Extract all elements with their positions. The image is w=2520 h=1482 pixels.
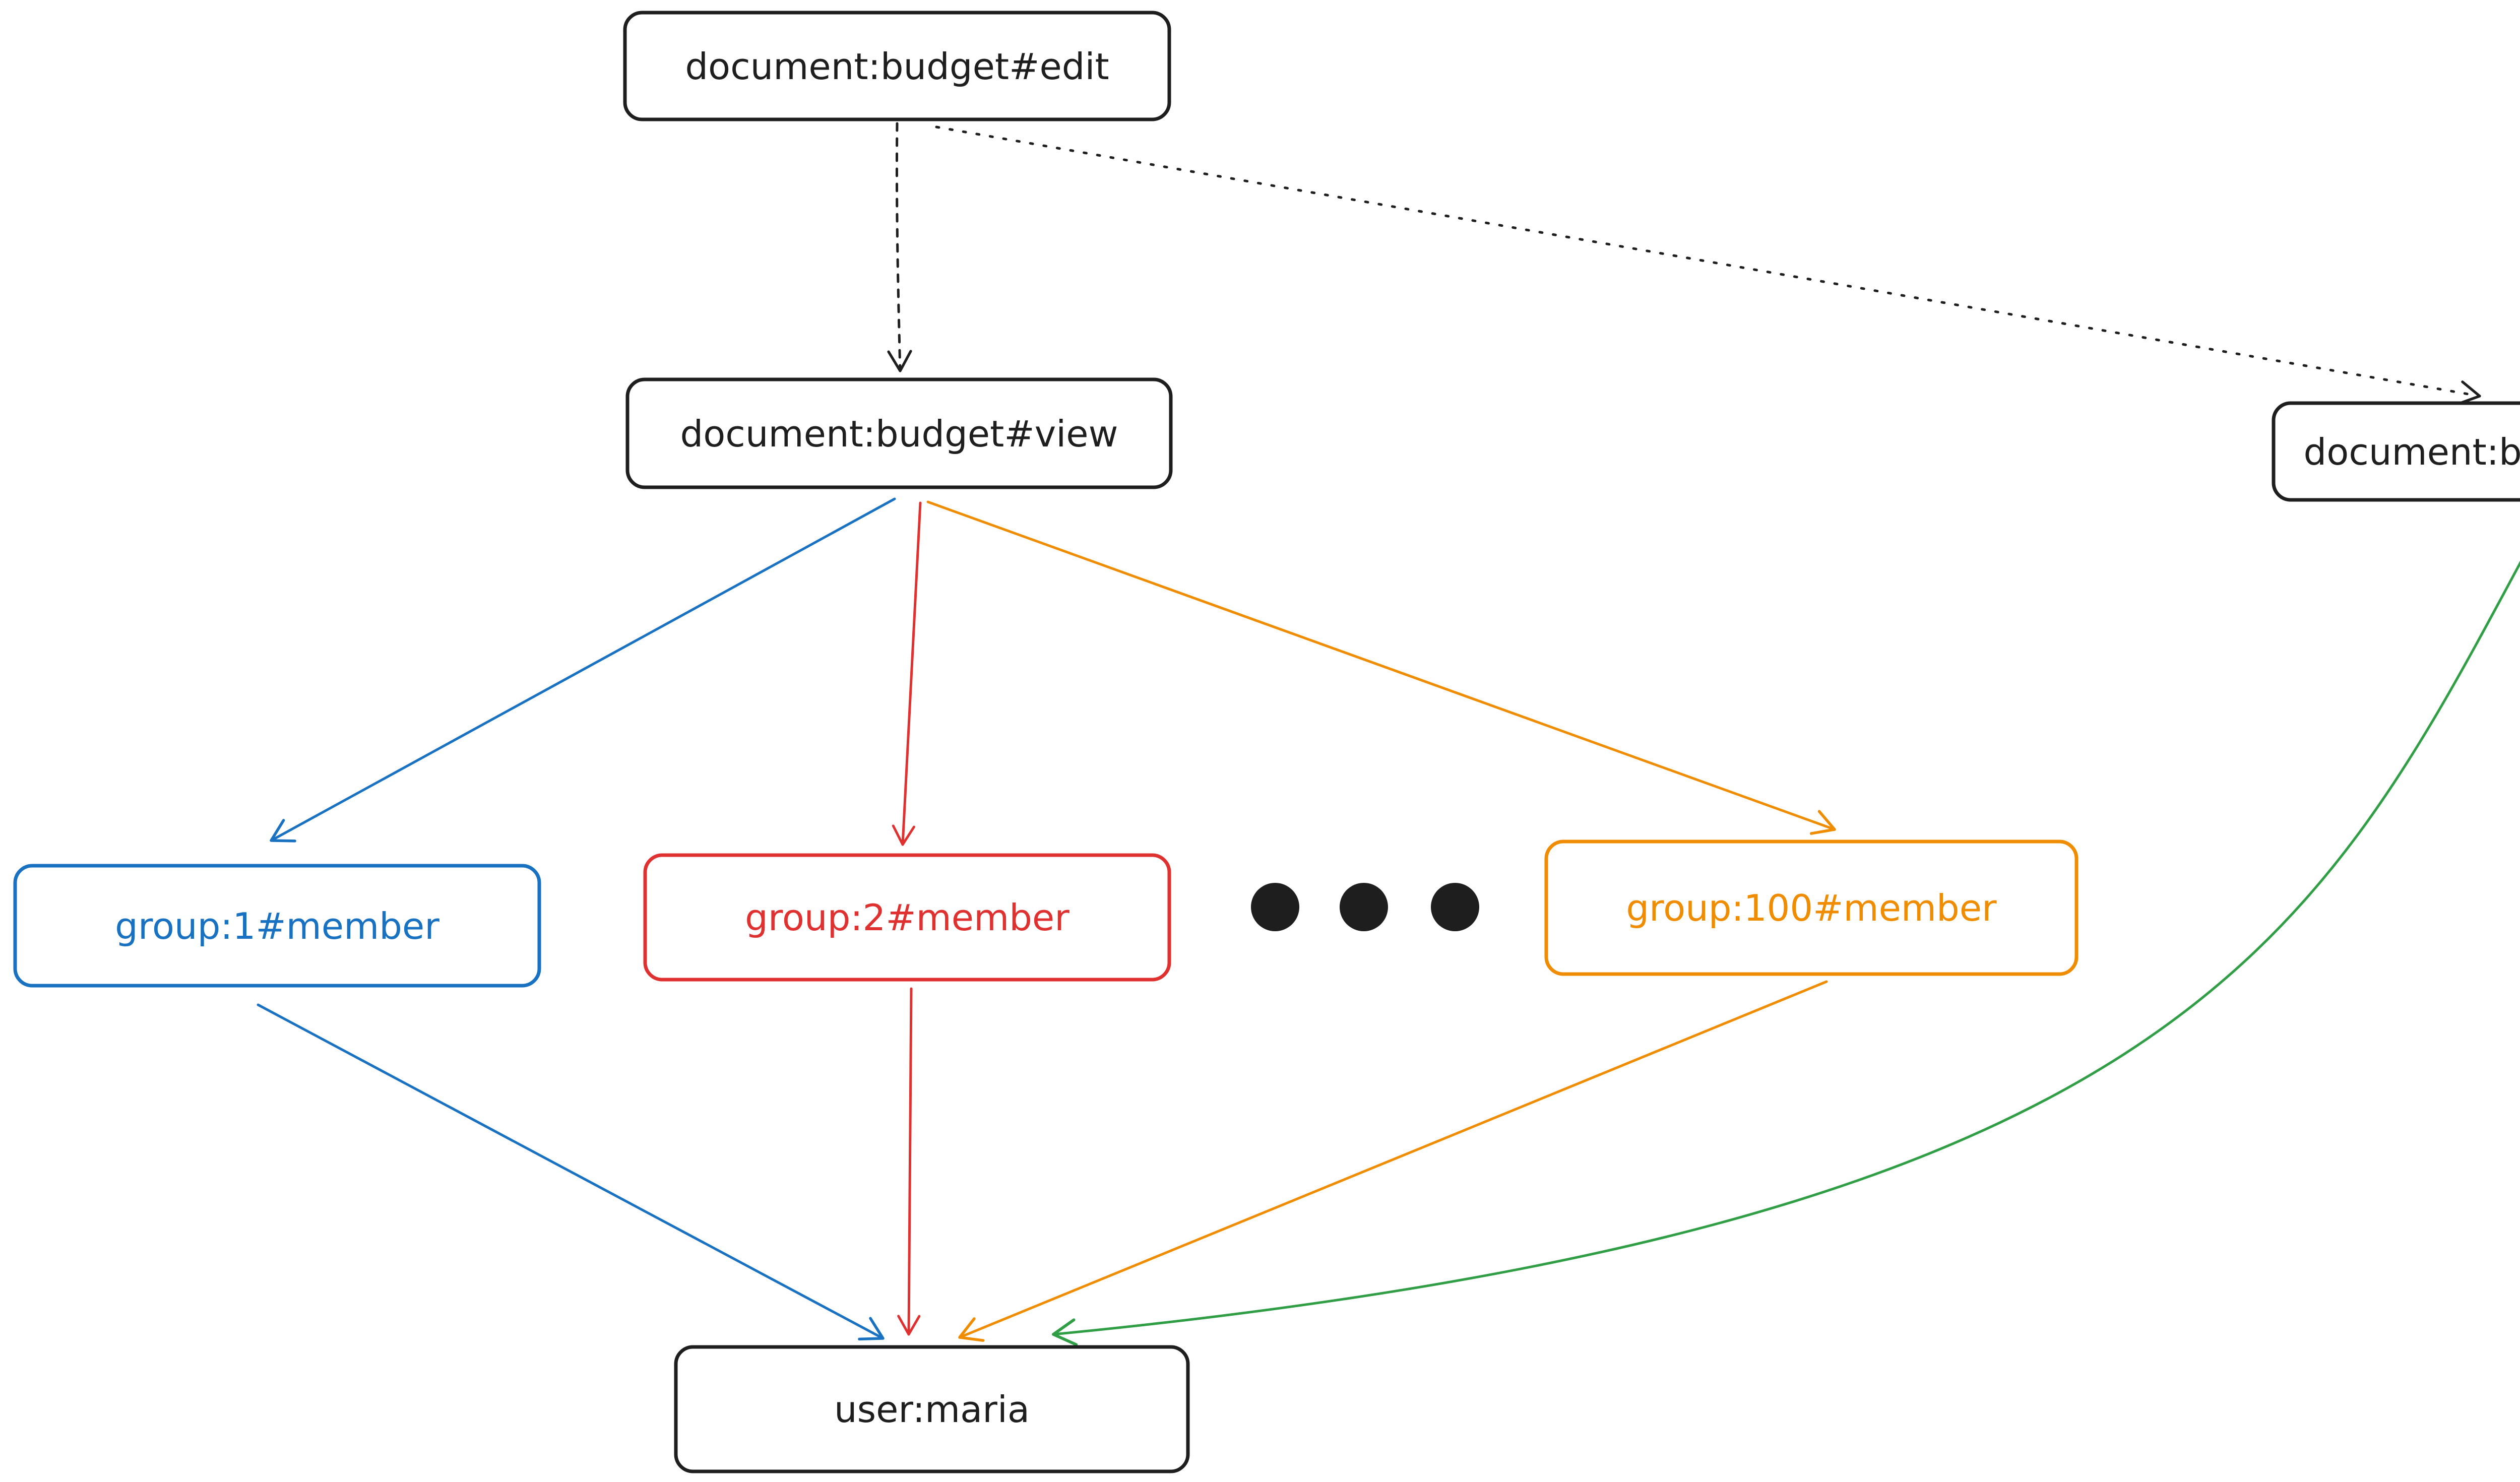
edge-editor-to-maria — [1052, 560, 2520, 1346]
node-document-budget-edit: document:budget#edit — [623, 11, 1171, 121]
node-user-maria-box — [674, 1345, 1190, 1473]
edge-edit-to-editor — [935, 125, 2481, 405]
ellipsis — [1251, 883, 1479, 931]
node-group-2-member-label: group:2#member — [745, 896, 1069, 939]
node-document-budget-view-label: document:budget#view — [680, 413, 1118, 455]
edge-view-to-group100 — [926, 500, 1836, 835]
edge-view-to-group2 — [892, 501, 922, 846]
node-group-1-member: group:1#member — [13, 864, 541, 988]
edge-group100-to-maria — [958, 980, 1828, 1342]
ellipsis-dot-1 — [1251, 883, 1299, 931]
node-group-100-member-label: group:100#member — [1626, 887, 1997, 929]
node-group-100-member-box — [1544, 840, 2078, 976]
node-group-2-member-box — [643, 853, 1171, 982]
node-group-2-member: group:2#member — [643, 853, 1171, 982]
ellipsis-dot-2 — [1340, 883, 1388, 931]
node-document-budget-editor-label: document:budget#editor — [2303, 431, 2520, 473]
node-group-1-member-label: group:1#member — [115, 905, 439, 947]
edge-group2-to-maria — [897, 987, 921, 1336]
node-document-budget-view-box — [625, 377, 1173, 489]
edge-group1-to-maria — [257, 1003, 885, 1341]
edge-view-to-group1 — [270, 497, 896, 843]
node-group-100-member: group:100#member — [1544, 840, 2078, 976]
node-document-budget-editor: document:budget#editor — [2272, 401, 2520, 502]
edge-edit-to-view — [887, 122, 912, 372]
node-document-budget-edit-label: document:budget#edit — [685, 45, 1109, 88]
node-document-budget-view: document:budget#view — [625, 377, 1173, 489]
node-document-budget-edit-box — [623, 11, 1171, 121]
node-user-maria-label: user:maria — [834, 1388, 1030, 1431]
node-group-1-member-box — [13, 864, 541, 988]
node-document-budget-editor-box — [2272, 401, 2520, 502]
ellipsis-dot-3 — [1431, 883, 1479, 931]
node-user-maria: user:maria — [674, 1345, 1190, 1473]
